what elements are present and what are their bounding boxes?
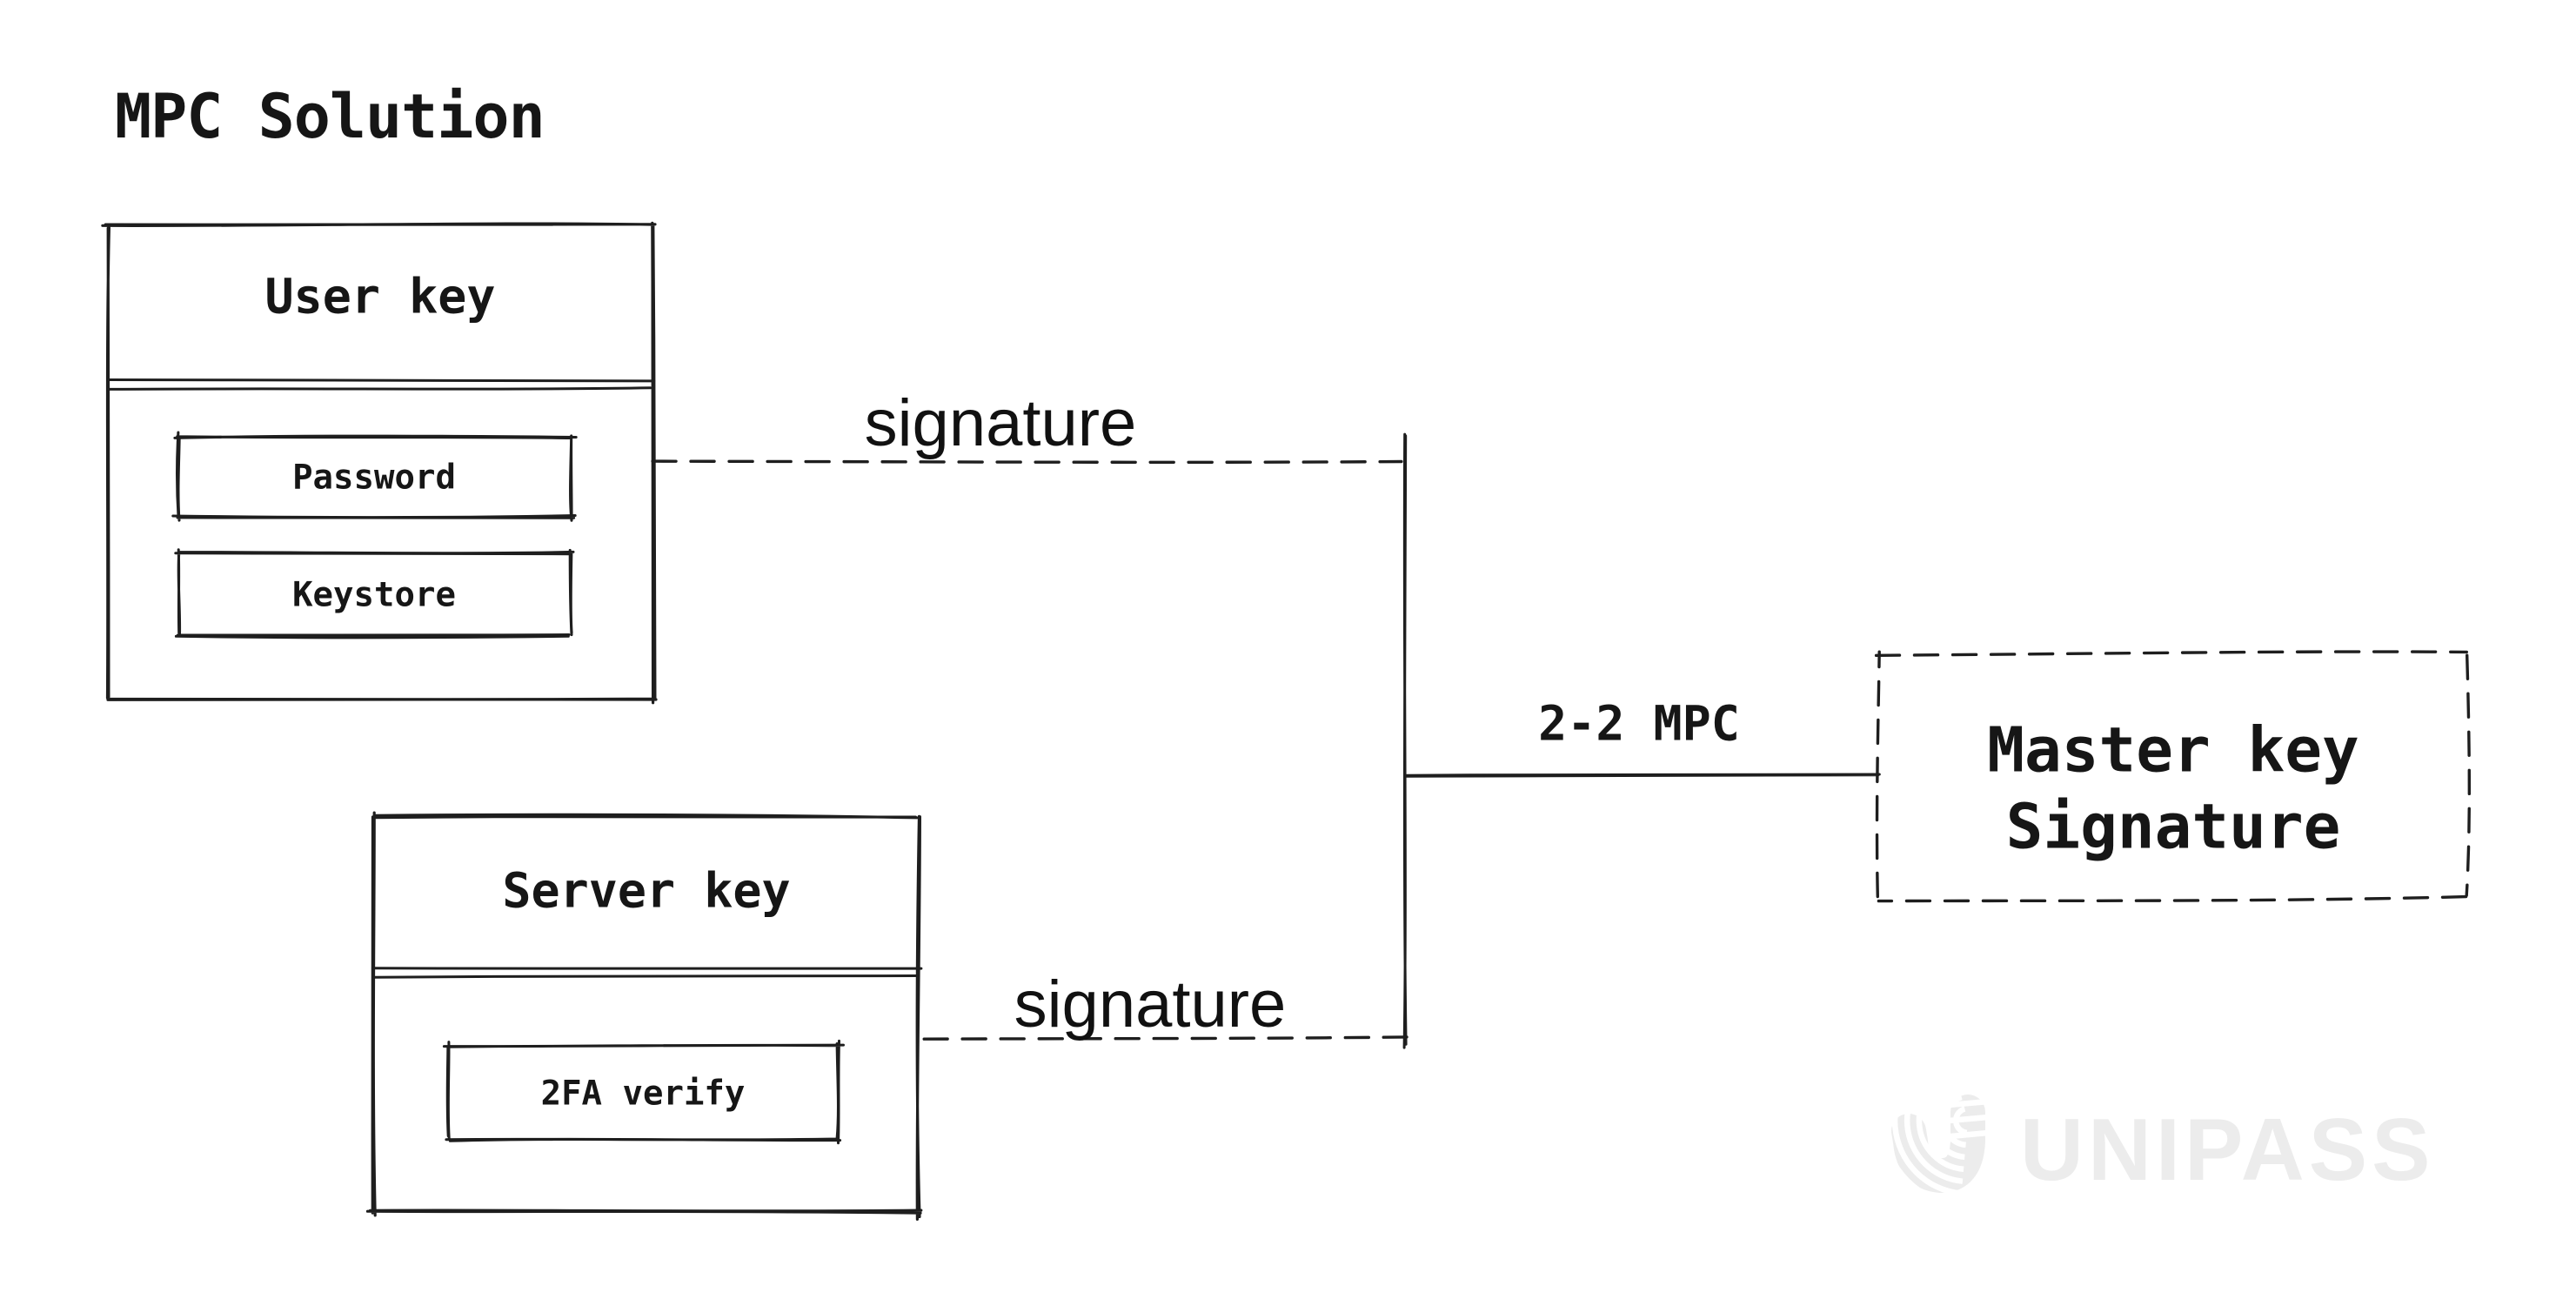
junction-vertical-line <box>1402 432 1408 1049</box>
keystore-label: Keystore <box>292 575 456 615</box>
master-key-box <box>1874 650 2472 903</box>
keystore-box <box>174 548 575 639</box>
signature-label-server: signature <box>1014 968 1287 1041</box>
server-key-title: Server key <box>502 862 791 919</box>
server-key-divider <box>371 967 923 979</box>
fingerprint-u-icon <box>1879 1035 1990 1209</box>
signature-edge-server <box>922 1035 1408 1041</box>
master-key-line2: Signature <box>2005 790 2341 863</box>
server-key-box <box>365 811 923 1221</box>
password-label: Password <box>292 458 456 498</box>
user-key-box <box>101 221 658 705</box>
signature-edge-user <box>651 459 1403 464</box>
user-key-title: User key <box>264 268 496 325</box>
signature-label-user: signature <box>864 386 1137 460</box>
twofa-verify-box <box>442 1039 845 1145</box>
master-key-line1: Master key <box>1987 713 2359 787</box>
junction-horizontal-line <box>1404 772 1881 778</box>
user-key-divider <box>106 378 656 391</box>
password-box <box>171 431 578 522</box>
mpc-junction-label: 2-2 MPC <box>1538 695 1740 752</box>
twofa-verify-label: 2FA verify <box>540 1074 746 1114</box>
watermark-brand-text: UNIPASS <box>2020 1101 2435 1199</box>
diagram-title: MPC Solution <box>115 81 545 152</box>
